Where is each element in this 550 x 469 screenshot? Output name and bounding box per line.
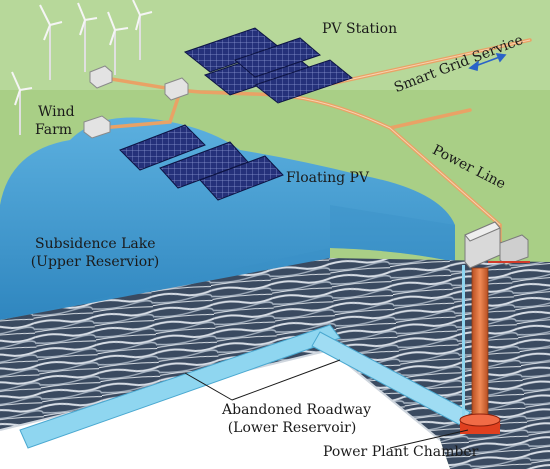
vertical-shaft <box>471 267 489 419</box>
bidirectional-arrow-icon <box>468 53 507 72</box>
label-wind-farm-line1: Wind <box>38 104 75 120</box>
subsidence-lake <box>0 117 455 320</box>
label-subsidence-lake-line1: Subsidence Lake <box>35 236 156 252</box>
label-abandoned-roadway-line1: Abandoned Roadway <box>222 402 372 418</box>
wind-turbines <box>11 0 153 135</box>
lake-front-face <box>0 205 455 320</box>
label-power-plant-chamber: Power Plant Chamber <box>323 444 479 460</box>
floating-pv-panels <box>119 124 284 201</box>
roadway-left <box>19 324 341 449</box>
power-house <box>464 221 530 269</box>
water-pipe <box>462 265 465 420</box>
label-abandoned-roadway-line2: (Lower Reservoir) <box>227 420 357 436</box>
label-leaders <box>184 359 469 449</box>
substation-buildings <box>83 65 189 139</box>
label-floating-pv: Floating PV <box>286 170 370 186</box>
label-pv-station: PV Station <box>322 21 398 37</box>
label-subsidence-lake-line2: (Upper Reservior) <box>30 254 160 270</box>
cut-face <box>0 350 450 469</box>
label-wind-farm-line2: Farm <box>35 122 73 138</box>
chamber-top <box>459 413 501 427</box>
pv-station-panels <box>183 27 354 104</box>
